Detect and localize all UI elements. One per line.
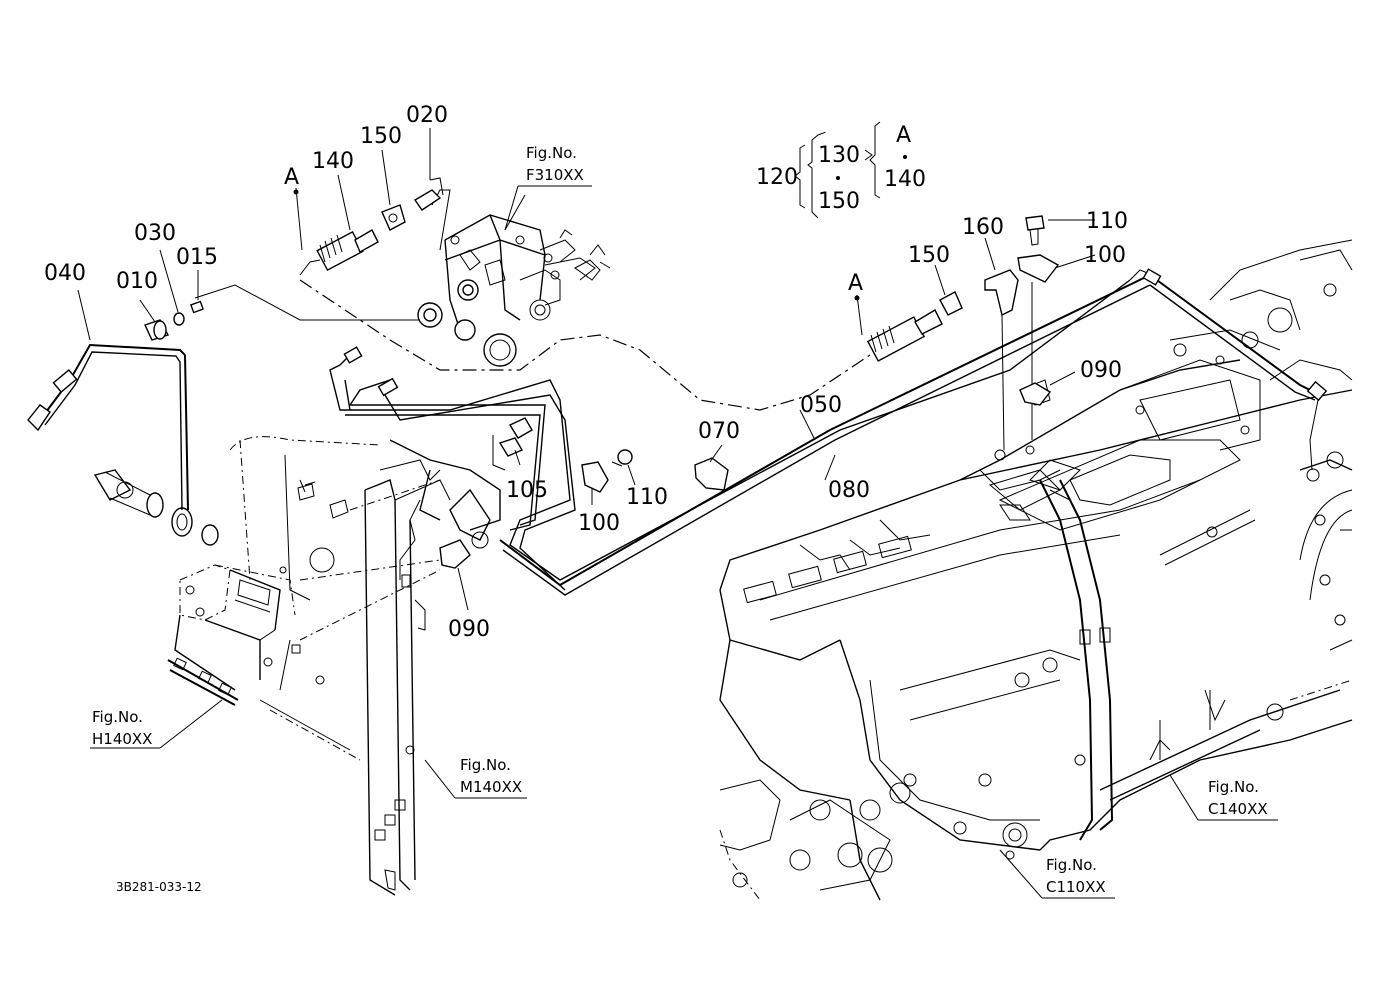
clip-105-a — [508, 417, 533, 439]
leader-010-block — [194, 284, 420, 321]
part-label-050: 050 — [800, 393, 842, 418]
fig-ref-c110: C110XX — [1046, 878, 1106, 896]
fig-caption-h140: Fig.No. — [92, 708, 143, 726]
pipe-040 — [27, 343, 189, 511]
part-label-100-upper: 100 — [1084, 243, 1126, 268]
pipe-end-fitting-4-leader — [1309, 399, 1319, 471]
hose-140-upper — [299, 229, 379, 276]
transmission-housing — [719, 239, 1353, 901]
pipe-080 — [329, 269, 1161, 591]
mounting-panel — [229, 436, 501, 896]
part-label-105: 105 — [506, 478, 548, 503]
drawing-code: 3B281-033-12 — [116, 880, 202, 894]
seal-015 — [190, 300, 204, 314]
fitting-020 — [413, 189, 442, 211]
part-label-160: 160 — [962, 215, 1004, 240]
pipe-end-fitting-4-nut — [1306, 468, 1320, 482]
part-label-020: 020 — [406, 103, 448, 128]
pipe-end-fitting-2 — [377, 377, 399, 397]
hydraulic-valve — [417, 214, 611, 367]
ref-dot-a2 — [854, 295, 860, 301]
clip-105-bracket — [492, 435, 506, 471]
fitting-010 — [144, 319, 170, 341]
fig-ref-h140: H140XX — [92, 730, 152, 748]
part-label-010: 010 — [116, 269, 158, 294]
part-label-080: 080 — [828, 478, 870, 503]
fig-ref-c140: C140XX — [1208, 800, 1268, 818]
ref-dot-a1 — [293, 189, 299, 195]
clamp-070 — [694, 457, 729, 491]
part-label-030: 030 — [134, 221, 176, 246]
ref-label-a1: A — [284, 165, 299, 190]
part-label-140-upper: 140 — [312, 149, 354, 174]
pipe-end-fitting-3 — [1142, 268, 1162, 286]
part-label-150-upper: 150 — [360, 124, 402, 149]
part-label-110-upper: 110 — [1086, 209, 1128, 234]
pipe-end-fitting-1 — [343, 346, 363, 364]
hydraulic-motor — [93, 469, 296, 706]
hose-140-lower — [866, 309, 943, 362]
pipe-050 — [345, 274, 1321, 596]
part-label-090-left: 090 — [448, 617, 490, 642]
bolt-110-lower-shank — [611, 461, 623, 467]
part-label-090-right: 090 — [1080, 358, 1122, 383]
set-bracket — [794, 121, 881, 219]
part-label-150-set: 150 — [818, 189, 860, 214]
leader-lines — [77, 128, 1278, 899]
fig-caption-m140: Fig.No. — [460, 756, 511, 774]
clamp-150-upper — [381, 204, 406, 231]
fig-caption-f310: Fig.No. — [526, 144, 577, 162]
ref-dot-a3 — [903, 155, 907, 159]
clamp-090-right — [1019, 382, 1052, 406]
part-label-040: 040 — [44, 261, 86, 286]
elbow-160-leader — [1001, 314, 1005, 451]
bolt-110-upper-shank — [1029, 228, 1039, 246]
part-label-130: 130 — [818, 143, 860, 168]
bolt-110-lower — [617, 449, 633, 465]
fig-ref-f310: F310XX — [526, 166, 584, 184]
ref-label-a2: A — [848, 271, 863, 296]
clamp-100-lower — [581, 461, 609, 493]
part-label-110-lower: 110 — [626, 485, 668, 510]
part-label-015: 015 — [176, 245, 218, 270]
fig-caption-c140: Fig.No. — [1208, 778, 1259, 796]
o-ring-030 — [173, 312, 185, 326]
bolt-110-upper — [1025, 215, 1045, 231]
ref-dot-130-150 — [836, 176, 840, 180]
part-label-070: 070 — [698, 419, 740, 444]
fitting-020-end — [429, 177, 444, 196]
clamp-090-left — [439, 539, 471, 569]
clip-105-b — [498, 437, 524, 457]
elbow-160 — [984, 269, 1019, 317]
part-label-120: 120 — [756, 165, 798, 190]
part-label-150-lower: 150 — [908, 243, 950, 268]
pipe-end-fitting-4 — [1306, 380, 1328, 402]
ref-label-a3: A — [896, 123, 911, 148]
clamp-150-lower — [939, 291, 963, 316]
fig-ref-m140: M140XX — [460, 778, 522, 796]
clamp-100-upper — [1017, 254, 1060, 283]
part-label-100-lower: 100 — [578, 511, 620, 536]
fig-caption-c110: Fig.No. — [1046, 856, 1097, 874]
connection-line-a — [299, 279, 871, 411]
part-label-140-set: 140 — [884, 167, 926, 192]
clamp-150-upper-bolt — [388, 213, 398, 223]
